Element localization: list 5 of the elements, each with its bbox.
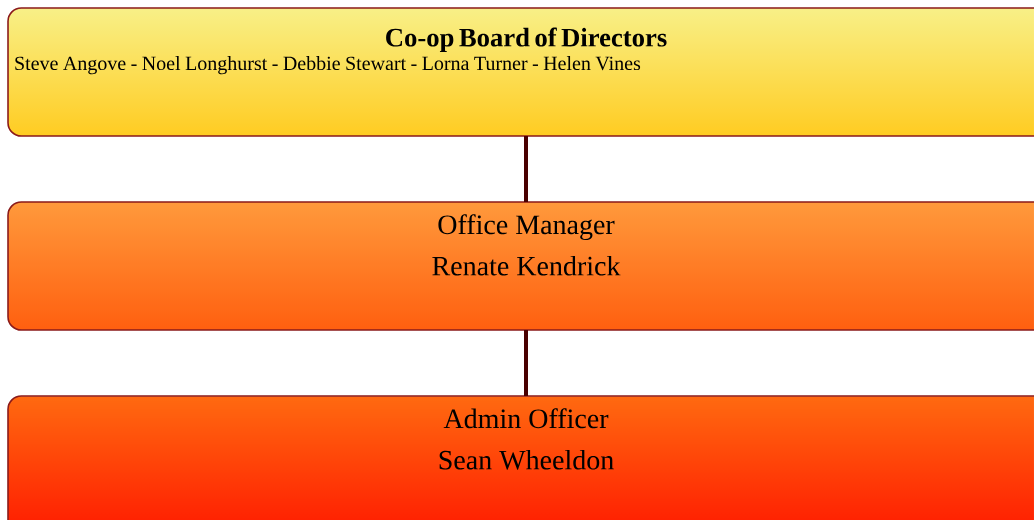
org-box: Co-op Board of Directors Steve Angove - Noel Longhurst - Debbie Stewart - Lorna Turner - Helen Vines <box>7 7 1034 137</box>
org-box: Office Manager Renate Kendrick <box>7 201 1034 331</box>
connector-line <box>524 330 528 396</box>
org-box: Admin Officer Sean Wheeldon <box>7 395 1034 520</box>
connector-line <box>524 136 528 202</box>
